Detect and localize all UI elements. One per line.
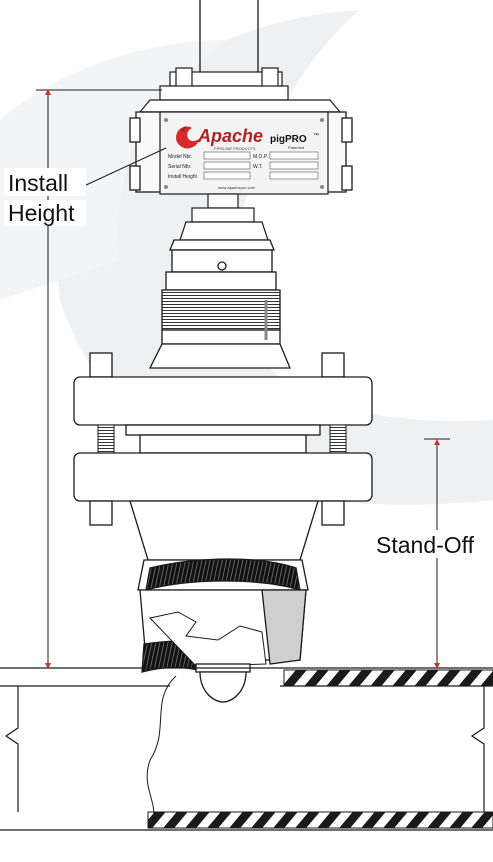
wt-field: [269, 161, 319, 170]
upper-flange: [73, 352, 373, 454]
install-height-label-line2: Height: [8, 200, 75, 226]
install-height-field: [203, 171, 251, 180]
pipe-break-line: [146, 675, 177, 829]
lower-flange: [73, 452, 373, 561]
pipe: [0, 667, 493, 831]
mop-label: M.O.P.: [253, 154, 268, 160]
install-height-label: Install Height: [168, 174, 198, 180]
serial-label: Serial Nbr.: [168, 164, 191, 170]
cutter-head: [199, 671, 247, 703]
vent-icon: [217, 261, 227, 271]
trademark-mark: ™: [313, 132, 319, 139]
brand-name: Apache: [197, 126, 263, 146]
pipe-wall-bottom: [147, 811, 493, 829]
model-field: [203, 151, 251, 160]
website-label: www.apachepro.com: [218, 185, 256, 190]
fitting-body: [137, 558, 309, 703]
pipe-break-left: [4, 686, 19, 812]
top-cap: [138, 67, 342, 113]
wt-label: W.T.: [253, 164, 263, 170]
install-height-label-line1: Install: [8, 170, 68, 196]
pipe-wall-top: [283, 669, 493, 687]
install-leader-line: [83, 147, 167, 187]
rivet-icon: [320, 118, 324, 122]
top-rods: [199, 0, 259, 72]
rivet-icon: [164, 118, 168, 122]
stem: [179, 193, 269, 241]
mop-field: [269, 151, 319, 160]
nameplate: Apache PIPELINE PRODUCTS pigPRO ™ Patent…: [159, 111, 329, 195]
pipe-break-right: [470, 686, 485, 812]
rivet-icon: [320, 185, 324, 189]
brand-subtitle: PIPELINE PRODUCTS: [214, 146, 256, 151]
rivet-icon: [164, 185, 168, 189]
shaded-side: [261, 589, 307, 665]
blank-field: [269, 171, 319, 180]
apache-logo-icon: [176, 126, 200, 149]
patented-label: Patented: [288, 145, 304, 150]
cap-body: [148, 239, 291, 369]
flange-studs: [97, 424, 347, 456]
serial-field: [203, 161, 251, 170]
standoff-label: Stand-Off: [376, 532, 475, 558]
model-label: Model Nbr.: [168, 154, 192, 160]
product-name: pigPRO: [270, 134, 307, 145]
thread-section: [161, 289, 281, 331]
